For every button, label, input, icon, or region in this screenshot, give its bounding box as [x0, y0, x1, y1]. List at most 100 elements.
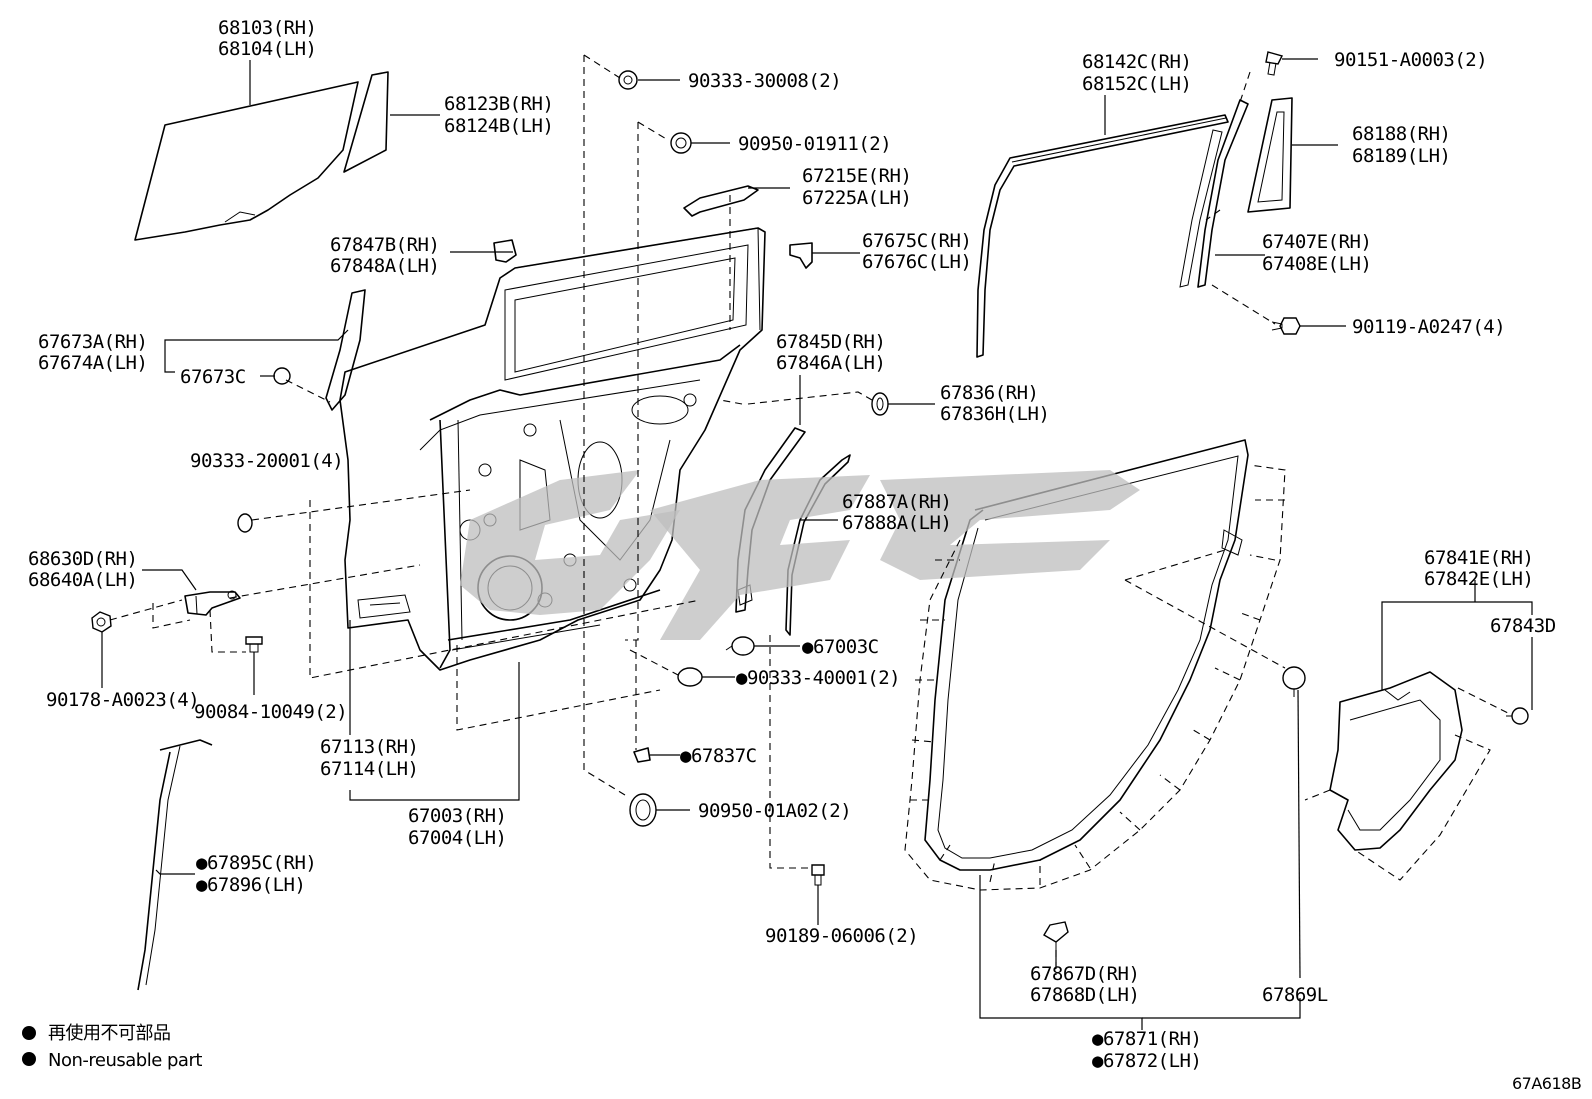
callout-line: ●67003C — [802, 636, 879, 658]
cover-clip-drawing — [1506, 707, 1529, 725]
callout-weatherstrip-clip[interactable]: 67867D(RH) 67868D(LH) — [1030, 963, 1140, 1006]
callout-line: 90333-20001(4) — [190, 450, 343, 472]
callout-window-glass[interactable]: 68103(RH) 68104(LH) — [218, 17, 317, 60]
grommet-bottom-drawing — [629, 793, 657, 827]
callout-line: 67843D — [1490, 615, 1556, 637]
callout-cover-clip[interactable]: 67843D — [1490, 615, 1556, 637]
callout-weatherstrip-clip-b[interactable]: 67869L — [1262, 984, 1328, 1006]
callout-line: 67869L — [1262, 984, 1328, 1006]
callout-line: 68152C(LH) — [1082, 73, 1191, 95]
bolt-division-drawing — [1271, 317, 1301, 335]
callout-line: ●90333-40001(2) — [736, 667, 900, 689]
bracket-drawing — [789, 242, 813, 269]
callout-door-weatherstrip[interactable]: ●67871(RH) ●67872(LH) — [1092, 1028, 1202, 1072]
callout-line: 67848A(LH) — [330, 255, 439, 277]
callout-line: 67407E(RH) — [1262, 231, 1371, 253]
callout-hole-plug-top[interactable]: 90333-30008(2) — [688, 70, 842, 92]
callout-quarter-glass[interactable]: 68123B(RH) 68124B(LH) — [444, 93, 554, 137]
callout-line: 90178-A0023(4) — [46, 689, 199, 711]
hole-plug-large-drawing — [677, 667, 703, 687]
callout-door-wire[interactable]: ●67895C(RH) ●67896(LH) — [196, 852, 317, 896]
callout-line: 90119-A0247(4) — [1352, 316, 1505, 338]
callout-line: 67003(RH) — [408, 805, 506, 827]
door-wire-drawing — [137, 739, 213, 991]
callout-line: 67673C — [180, 366, 246, 388]
callout-door-panel-sub[interactable]: 67113(RH) 67114(LH) — [320, 736, 419, 780]
callout-garnish-clip[interactable]: 67673C — [180, 366, 246, 388]
legend-english: Non-reusable part — [48, 1050, 202, 1071]
callout-door-panel[interactable]: 67003(RH) 67004(LH) — [408, 805, 507, 849]
callout-line: ●67896(LH) — [196, 874, 305, 896]
callout-run-channel-upper[interactable]: 67847B(RH) 67848A(LH) — [330, 234, 440, 277]
hole-plug-small-drawing — [237, 513, 253, 533]
callout-line: 90950-01A02(2) — [698, 800, 851, 822]
dashed-guide-lines — [109, 54, 1511, 975]
callout-quarter-frame[interactable]: 68188(RH) 68189(LH) — [1352, 123, 1451, 167]
callout-line: 67675C(RH) — [862, 230, 971, 252]
hole-plug-top-drawing — [618, 70, 638, 90]
garnish-drawing — [325, 289, 366, 411]
callout-line: 90950-01911(2) — [738, 133, 891, 155]
weatherstrip-clip-b-drawing — [1282, 666, 1306, 697]
callout-seal-vertical[interactable]: 67845D(RH) 67846A(LH) — [776, 331, 886, 374]
callout-line: ●67837C — [680, 745, 757, 767]
callout-service-hole-cover[interactable]: 67841E(RH) 67842E(LH) — [1424, 547, 1534, 590]
callout-line: ●67895C(RH) — [196, 852, 316, 874]
screw-bottom-drawing — [811, 864, 825, 886]
callout-line: 68640A(LH) — [28, 569, 137, 591]
plug-003c-drawing — [725, 636, 755, 656]
callout-clip-837c[interactable]: ●67837C — [680, 745, 757, 767]
stopper-upper-drawing — [683, 185, 759, 217]
callout-line: 67114(LH) — [320, 758, 418, 780]
check-assy-drawing — [184, 590, 241, 616]
legend: 再使用不可部品 Non-reusable part — [22, 1023, 203, 1071]
callout-weatherstrip-rear[interactable]: 67887A(RH) 67888A(LH) — [842, 491, 952, 534]
callout-hole-plug-large[interactable]: ●90333-40001(2) — [736, 667, 901, 689]
weatherstrip-clip-drawing — [1043, 921, 1069, 950]
grommet-top-drawing — [670, 132, 692, 154]
callout-grommet-top[interactable]: 90950-01911(2) — [738, 133, 892, 155]
callout-cushion[interactable]: 67836(RH) 67836H(LH) — [940, 382, 1050, 425]
legend-japanese: 再使用不可部品 — [48, 1023, 171, 1044]
callout-line: 68188(RH) — [1352, 123, 1450, 145]
callout-grommet-bottom[interactable]: 90950-01A02(2) — [698, 800, 852, 822]
callout-line: 67673A(RH) — [38, 331, 147, 353]
callout-division-bar[interactable]: 67407E(RH) 67408E(LH) — [1262, 231, 1372, 275]
callout-garnish[interactable]: 67673A(RH) 67674A(LH) — [38, 331, 148, 374]
callout-line: 67408E(LH) — [1262, 253, 1371, 275]
callout-check-assy[interactable]: 68630D(RH) 68640A(LH) — [28, 548, 138, 591]
callout-line: 67842E(LH) — [1424, 568, 1533, 590]
callout-check-bolt[interactable]: 90084-10049(2) — [194, 701, 348, 723]
callout-line: 90084-10049(2) — [194, 701, 347, 723]
callout-line: 67867D(RH) — [1030, 963, 1139, 985]
callout-line: 68630D(RH) — [28, 548, 137, 570]
callout-belt-molding[interactable]: 68142C(RH) 68152C(LH) — [1082, 51, 1192, 95]
callout-line: 67868D(LH) — [1030, 984, 1139, 1006]
cushion-drawing — [871, 392, 889, 416]
callout-screw-bottom[interactable]: 90189-06006(2) — [765, 925, 919, 947]
callout-line: 67847B(RH) — [330, 234, 439, 256]
callout-line: 67841E(RH) — [1424, 547, 1533, 569]
callout-plug-003c[interactable]: ●67003C — [802, 636, 879, 658]
leader-lines — [101, 58, 1533, 1030]
callout-line: ●67871(RH) — [1092, 1028, 1201, 1050]
service-hole-cover-drawing — [1329, 671, 1463, 851]
callout-line: 90189-06006(2) — [765, 925, 918, 947]
callout-stopper-upper[interactable]: 67215E(RH) 67225A(LH) — [802, 165, 912, 209]
callout-bolt-division[interactable]: 90119-A0247(4) — [1352, 316, 1506, 338]
callout-line: 67113(RH) — [320, 736, 418, 758]
clip-837c-drawing — [633, 747, 651, 763]
callout-line: 67836H(LH) — [940, 403, 1049, 425]
run-channel-upper-drawing — [493, 239, 517, 263]
callout-hole-plug-small[interactable]: 90333-20001(4) — [190, 450, 344, 472]
callout-line: 67887A(RH) — [842, 491, 951, 513]
callout-check-nut[interactable]: 90178-A0023(4) — [46, 689, 200, 711]
callout-line: 67676C(LH) — [862, 251, 971, 273]
callout-bracket[interactable]: 67675C(RH) 67676C(LH) — [862, 230, 972, 273]
callout-line: 67215E(RH) — [802, 165, 911, 187]
callout-line: 67836(RH) — [940, 382, 1038, 404]
callout-screw-top-right[interactable]: 90151-A0003(2) — [1334, 49, 1488, 71]
belt-molding-drawing — [976, 114, 1229, 358]
callout-line: 67225A(LH) — [802, 187, 911, 209]
